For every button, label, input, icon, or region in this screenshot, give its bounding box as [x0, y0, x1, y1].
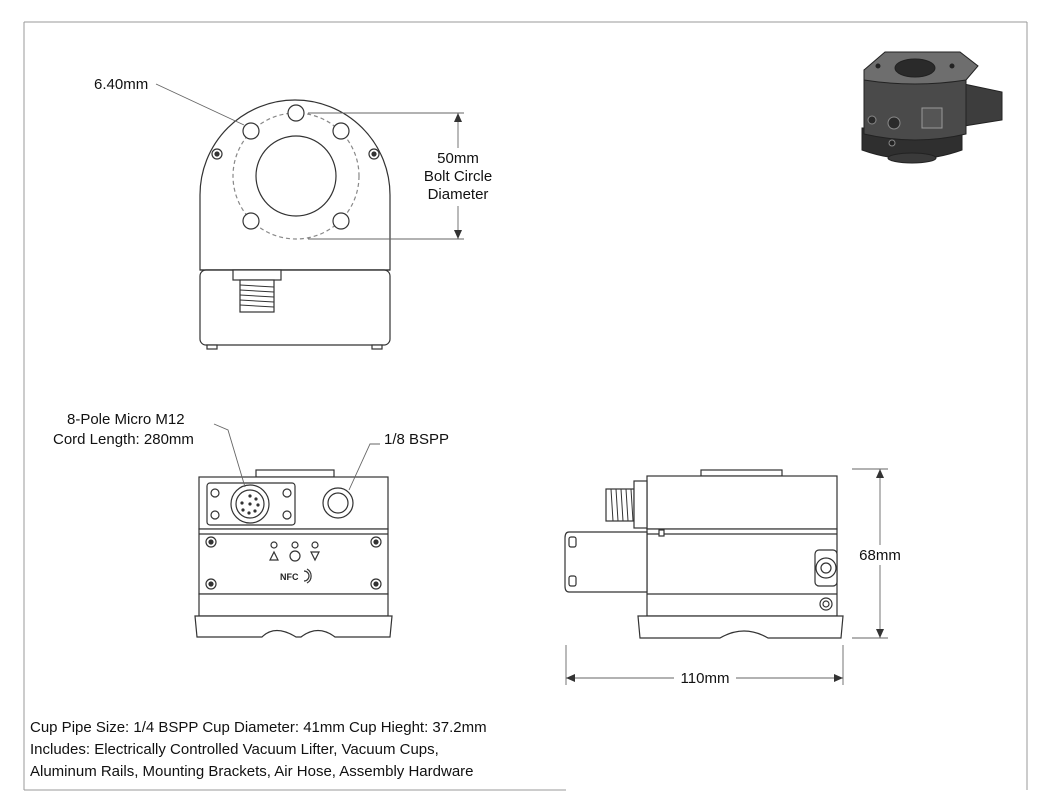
side-bracket [564, 531, 648, 593]
sheet-border [23, 21, 1028, 791]
release-icon [269, 550, 279, 561]
side-lower-body [646, 528, 838, 617]
status-led [311, 541, 319, 549]
connector-label-line2: Cord Length: 280mm [53, 431, 194, 448]
height-dimension-label: 68mm [859, 547, 901, 564]
top-view [199, 99, 391, 350]
side-view [564, 469, 844, 639]
note-line: Cup Pipe Size: 1/4 BSPP Cup Diameter: 41… [30, 719, 487, 736]
status-led [291, 541, 299, 549]
hole-diameter-label: 6.40mm [94, 76, 148, 93]
top-view-dimensions [155, 83, 464, 240]
bolt-hole [287, 104, 305, 122]
top-view-base-block [199, 269, 391, 346]
grip-icon [310, 551, 320, 562]
connector-label-line1: 8-Pole Micro M12 [67, 411, 185, 428]
bolt-hole [332, 212, 350, 230]
bolt-hole [242, 122, 260, 140]
iso-side-box [963, 83, 1003, 127]
bolt-hole [242, 212, 260, 230]
note-line: Aluminum Rails, Mounting Brackets, Air H… [30, 763, 474, 780]
side-upper-body [646, 475, 838, 530]
top-view-fitting-nut [232, 269, 282, 281]
side-fitting-thread [605, 488, 635, 522]
isometric-render [861, 51, 1003, 164]
bolt-hole [332, 122, 350, 140]
center-bore [255, 135, 337, 217]
side-fitting-nut [633, 480, 648, 529]
note-line: Includes: Electrically Controlled Vacuum… [30, 741, 439, 758]
status-led [270, 541, 278, 549]
side-vacuum-cups [637, 615, 844, 639]
port-label: 1/8 BSPP [384, 431, 449, 448]
bolt-circle-label-line3: Diameter [428, 186, 489, 203]
width-dimension-label: 110mm [681, 670, 730, 687]
front-view-leaders [213, 423, 380, 491]
front-view [194, 469, 393, 638]
bolt-circle-label-line1: 50mm [437, 150, 479, 167]
notes-block: Cup Pipe Size: 1/4 BSPP Cup Diameter: 41… [30, 717, 487, 783]
nfc-label: NFC [280, 572, 299, 582]
bolt-circle-label-line2: Bolt Circle [424, 168, 492, 185]
power-button [289, 550, 301, 562]
front-lower-body [198, 528, 389, 595]
front-vacuum-cups [194, 615, 393, 638]
